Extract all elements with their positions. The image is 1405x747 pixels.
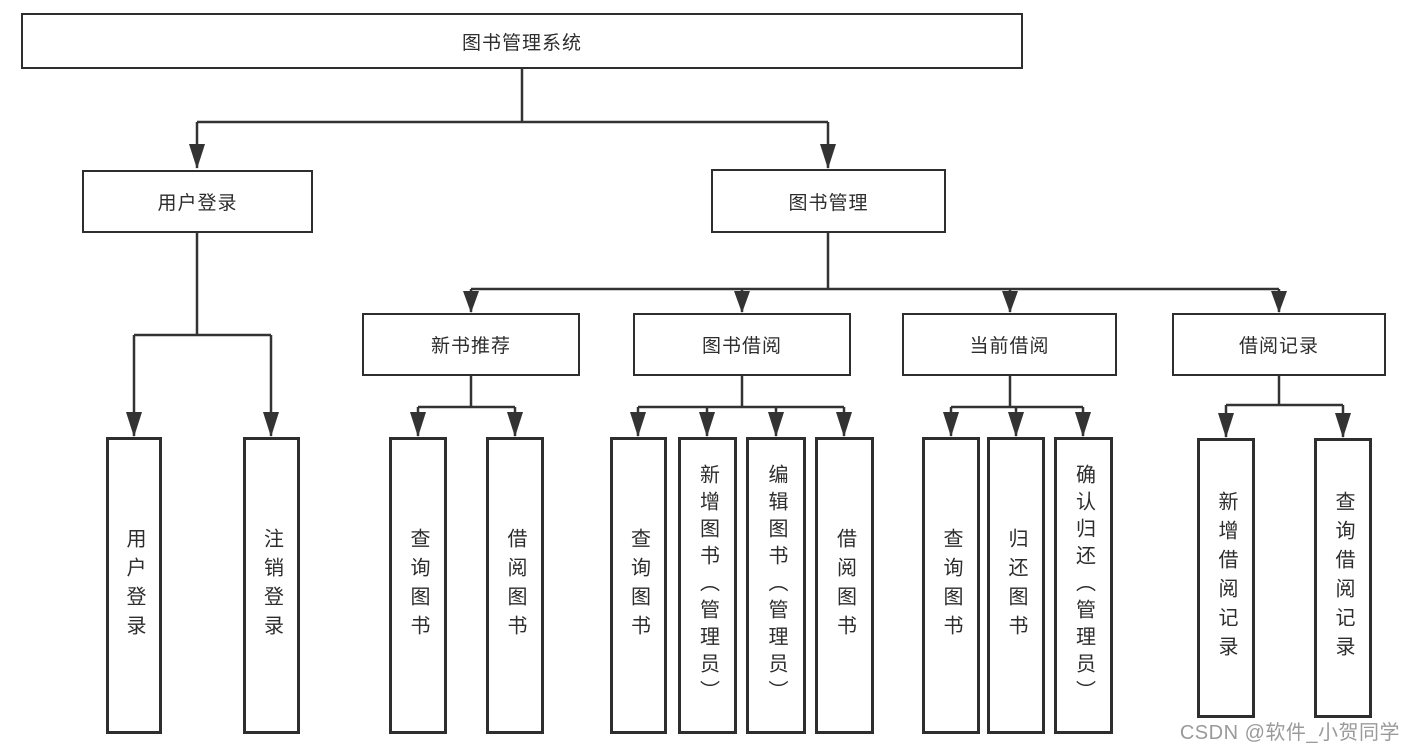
leaf-edit-books-admin-label: 编辑图书（管理员） bbox=[765, 464, 787, 707]
node-new-book-recommend-label: 新书推荐 bbox=[430, 336, 511, 357]
node-user-login-label: 用户登录 bbox=[157, 193, 238, 214]
leaf-add-books-admin: 新增图书（管理员） bbox=[678, 437, 737, 734]
edge-root-branch bbox=[195, 69, 830, 168]
leaf-current-query-books: 查询图书 bbox=[922, 437, 980, 734]
node-book-borrowing-label: 图书借阅 bbox=[701, 336, 782, 357]
edge-bookborrow-branch bbox=[636, 376, 846, 436]
leaf-return-books-label: 归还图书 bbox=[1005, 527, 1027, 644]
leaf-borrowing-query-books: 查询图书 bbox=[610, 437, 667, 734]
edge-newbookrec-branch bbox=[416, 376, 517, 436]
leaf-borrow-books: 借阅图书 bbox=[815, 437, 874, 734]
edge-bookmgmt-branch bbox=[469, 233, 1281, 312]
node-book-management-label: 图书管理 bbox=[788, 192, 869, 214]
leaf-edit-books-admin: 编辑图书（管理员） bbox=[746, 437, 806, 734]
leaf-logout: 注销登录 bbox=[243, 437, 300, 734]
leaf-recommend-borrow-books: 借阅图书 bbox=[486, 437, 544, 734]
node-new-book-recommend: 新书推荐 bbox=[362, 313, 580, 376]
leaf-borrow-books-label: 借阅图书 bbox=[833, 527, 856, 644]
leaf-recommend-query-books-label: 查询图书 bbox=[407, 527, 429, 644]
leaf-recommend-query-books: 查询图书 bbox=[389, 437, 447, 734]
leaf-borrowing-query-books-label: 查询图书 bbox=[627, 527, 650, 644]
node-borrow-records: 借阅记录 bbox=[1172, 313, 1386, 376]
node-borrow-records-label: 借阅记录 bbox=[1238, 336, 1319, 357]
leaf-add-books-admin-label: 新增图书（管理员） bbox=[696, 464, 719, 707]
leaf-current-query-books-label: 查询图书 bbox=[940, 527, 962, 644]
edge-borrowrecords-branch bbox=[1224, 376, 1345, 437]
leaf-add-borrow-record-label: 新增借阅记录 bbox=[1215, 491, 1237, 665]
leaf-user-login: 用户登录 bbox=[106, 437, 162, 734]
node-root-label: 图书管理系统 bbox=[461, 32, 582, 54]
csdn-watermark: CSDN @软件_小贺同学 bbox=[1179, 722, 1400, 744]
leaf-query-borrow-record: 查询借阅记录 bbox=[1314, 438, 1372, 718]
node-root: 图书管理系统 bbox=[21, 13, 1023, 69]
leaf-logout-label: 注销登录 bbox=[260, 527, 283, 644]
leaf-confirm-return-admin: 确认归还（管理员） bbox=[1054, 437, 1113, 734]
leaf-return-books: 归还图书 bbox=[987, 437, 1045, 734]
node-book-management: 图书管理 bbox=[711, 169, 946, 233]
leaf-recommend-borrow-books-label: 借阅图书 bbox=[504, 527, 526, 644]
leaf-add-borrow-record: 新增借阅记录 bbox=[1197, 438, 1255, 718]
arrowheads bbox=[126, 144, 1351, 438]
leaf-user-login-label: 用户登录 bbox=[123, 527, 145, 644]
leaf-confirm-return-admin-label: 确认归还（管理员） bbox=[1072, 464, 1095, 707]
node-user-login: 用户登录 bbox=[82, 170, 313, 233]
node-current-borrowing-label: 当前借阅 bbox=[969, 336, 1050, 357]
node-current-borrowing: 当前借阅 bbox=[902, 313, 1117, 376]
edge-userlogin-branch bbox=[132, 233, 273, 436]
leaf-query-borrow-record-label: 查询借阅记录 bbox=[1332, 491, 1354, 665]
node-book-borrowing: 图书借阅 bbox=[633, 313, 851, 376]
